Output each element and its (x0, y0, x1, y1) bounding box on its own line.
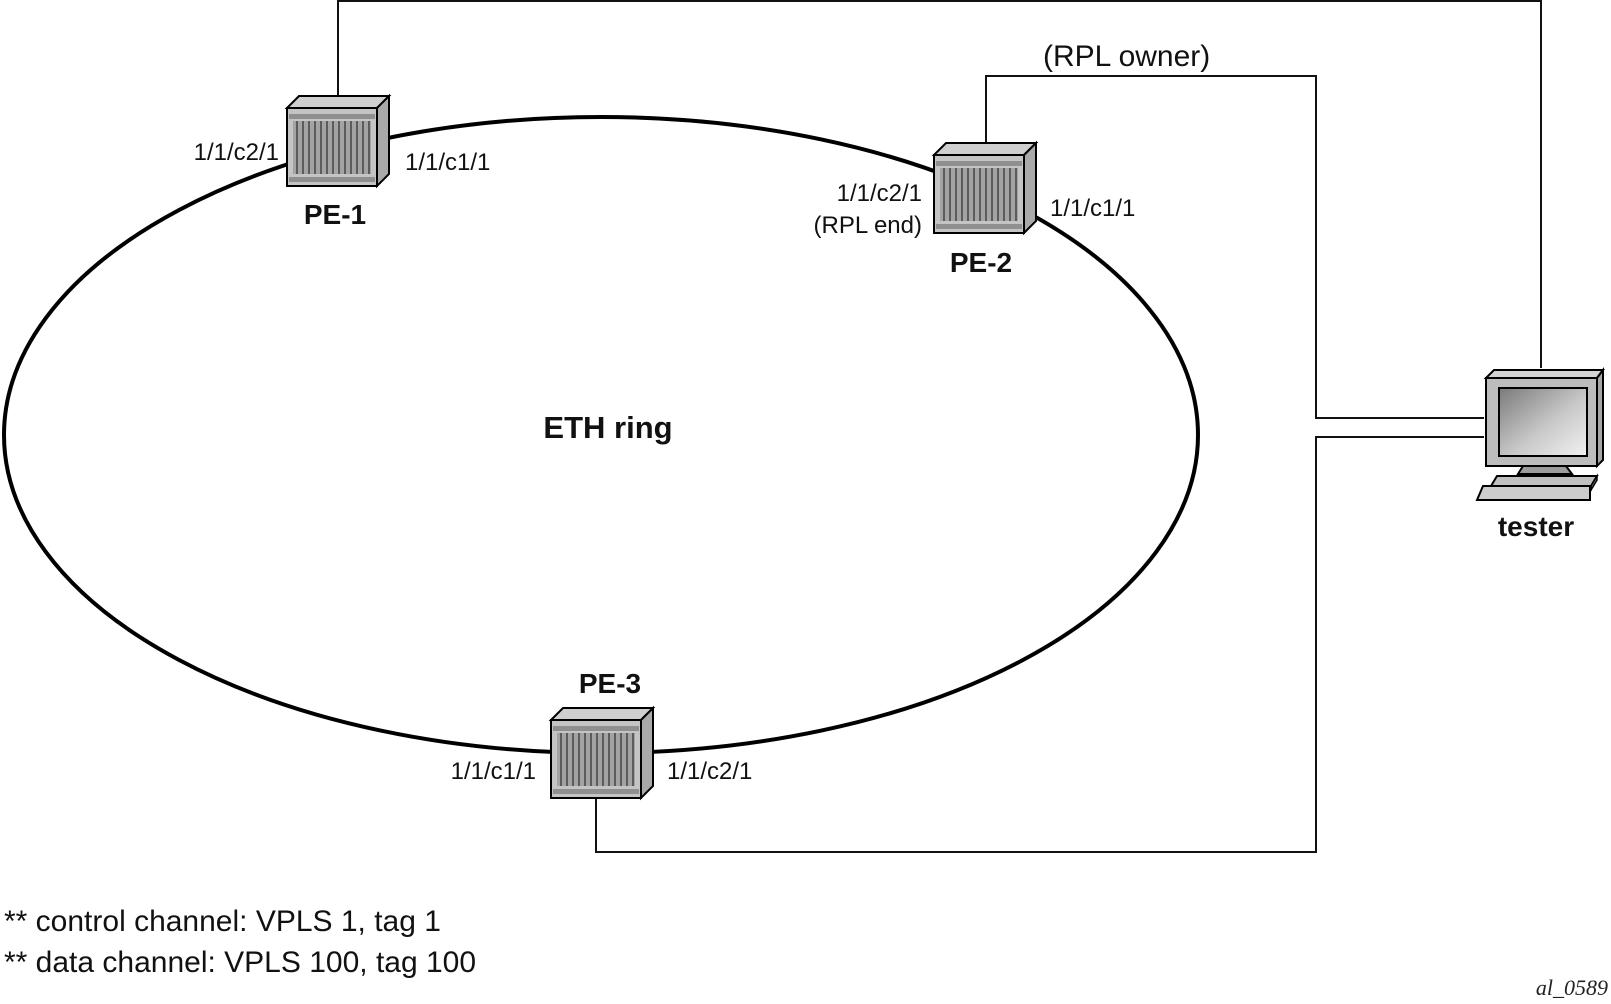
pe1-port-right: 1/1/c1/1 (405, 149, 490, 176)
pe3-router-icon (550, 707, 654, 799)
note-data-channel: ** data channel: VPLS 100, tag 100 (4, 946, 476, 979)
ring-label: ETH ring (543, 410, 672, 445)
pe3-port-right: 1/1/c2/1 (667, 758, 752, 785)
pe2-port-left: 1/1/c2/1 (837, 180, 922, 207)
notes: ** control channel: VPLS 1, tag 1 ** dat… (4, 905, 476, 979)
pe1-port-left: 1/1/c2/1 (194, 139, 279, 166)
figure-id: al_0589 (1536, 975, 1608, 1000)
pe1-router: PE-1 1/1/c2/1 1/1/c1/1 (194, 95, 490, 230)
pe2-router: PE-2 1/1/c2/1 (RPL end) 1/1/c1/1 (814, 142, 1135, 278)
link-pe1-tester (337, 0, 1542, 368)
pe3-router: PE-3 1/1/c1/1 1/1/c2/1 (451, 668, 752, 799)
computer-icon (1475, 367, 1605, 501)
pe3-port-left: 1/1/c1/1 (451, 758, 536, 785)
tester-label: tester (1498, 511, 1574, 542)
tester-computer: tester (1475, 367, 1605, 542)
link-pe3-tester (595, 436, 1484, 853)
note-control-channel: ** control channel: VPLS 1, tag 1 (4, 905, 441, 938)
pe2-port-left-role: (RPL end) (814, 212, 923, 239)
pe1-router-icon (286, 95, 390, 187)
pe2-label: PE-2 (950, 247, 1012, 278)
pe3-label: PE-3 (579, 668, 641, 699)
pe1-label: PE-1 (304, 199, 366, 230)
pe2-router-icon (933, 142, 1037, 234)
link-pe2-tester (985, 75, 1484, 419)
pe2-port-right: 1/1/c1/1 (1050, 195, 1135, 222)
rpl-owner-label: (RPL owner) (1043, 40, 1210, 73)
